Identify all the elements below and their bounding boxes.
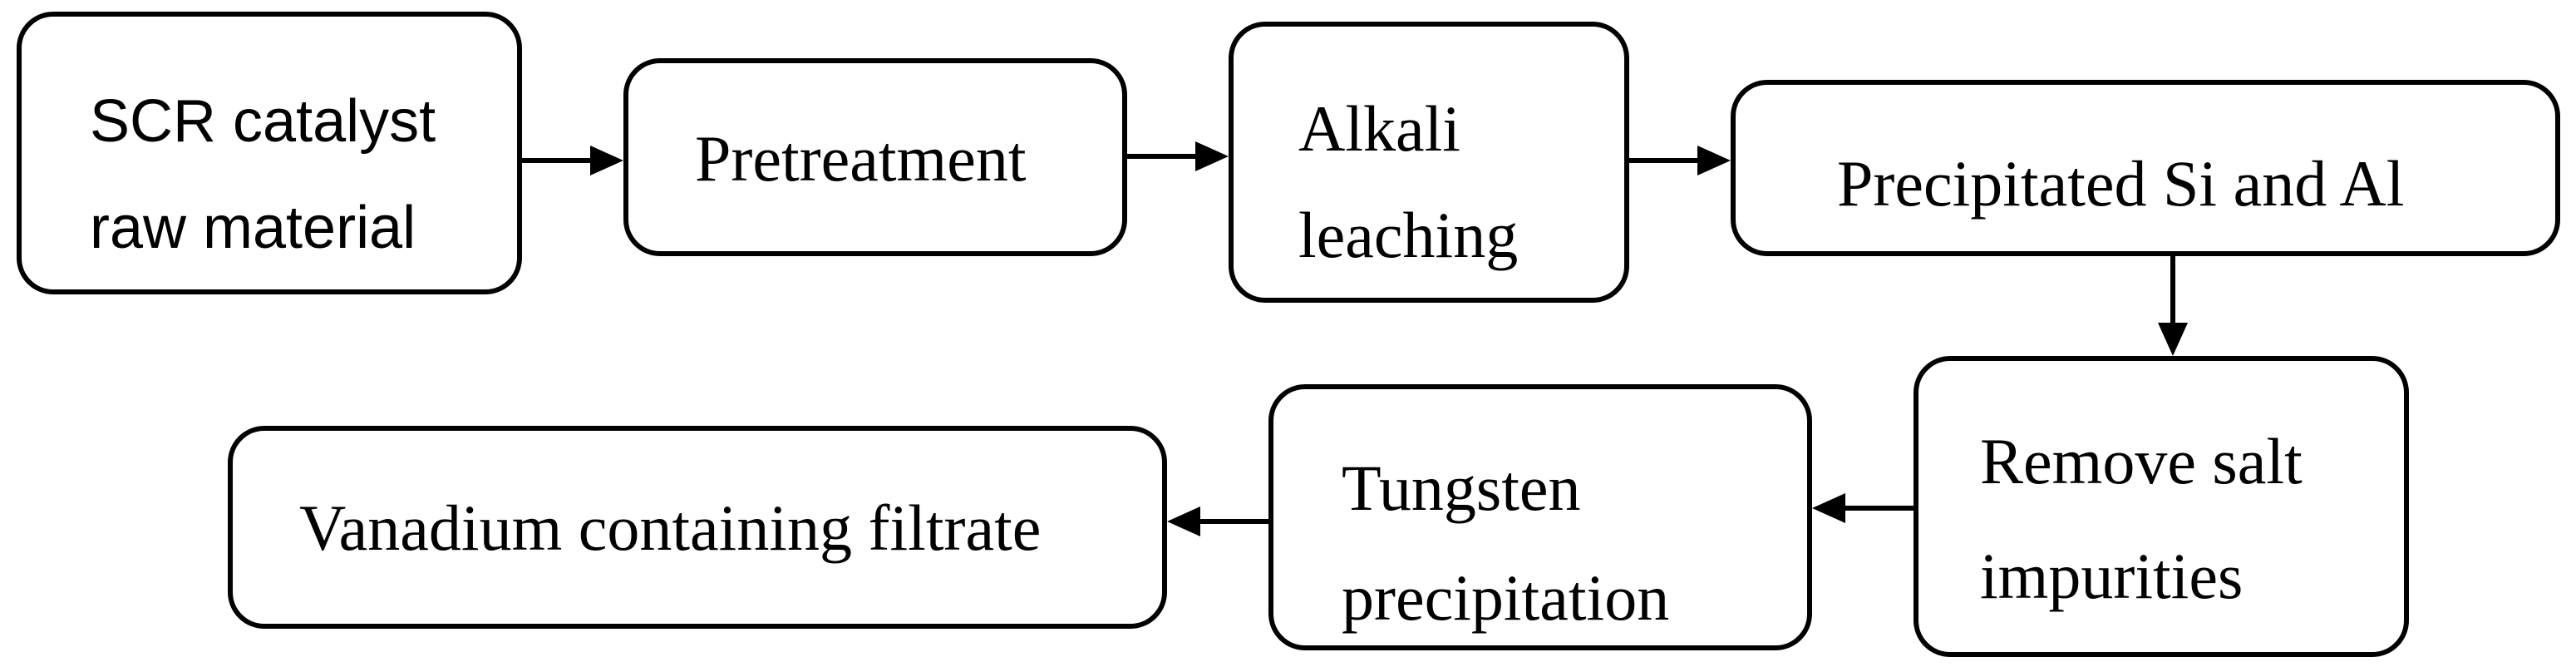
step-vanadium-containing-filtrate: Vanadium containing filtrate xyxy=(228,426,1167,629)
step-label: Vanadium containing filtrate xyxy=(299,492,1042,564)
step-label: Pretreatment xyxy=(695,122,1027,195)
arrowhead-pretreatment-to-alkali xyxy=(1195,141,1229,171)
arrowhead-remove-salt-to-tungsten xyxy=(1812,493,1845,523)
step-label-line1: Remove salt xyxy=(1980,425,2303,497)
step-label-line2: raw material xyxy=(90,195,416,261)
step-pretreatment: Pretreatment xyxy=(623,58,1127,256)
step-label: Precipitated Si and Al xyxy=(1837,147,2405,220)
step-label-line1: Tungsten xyxy=(1342,452,1581,524)
step-label-line1: SCR catalyst xyxy=(90,88,436,155)
arrowhead-alkali-to-precipitated xyxy=(1697,146,1731,175)
step-label-line2: leaching xyxy=(1298,199,1519,271)
arrowhead-precipitated-to-remove-salt xyxy=(2158,323,2188,356)
step-tungsten-precipitation: Tungsten precipitation xyxy=(1268,384,1812,650)
step-label-line2: impurities xyxy=(1980,540,2244,612)
step-scr-raw-material: SCR catalyst raw material xyxy=(17,12,522,294)
arrowhead-scr-to-pretreatment xyxy=(590,146,623,175)
step-remove-salt-impurities: Remove salt impurities xyxy=(1914,356,2409,657)
step-label-line1: Alkali xyxy=(1298,92,1460,165)
step-precipitated-si-al: Precipitated Si and Al xyxy=(1731,80,2560,256)
step-alkali-leaching: Alkali leaching xyxy=(1229,22,1629,303)
step-label-line2: precipitation xyxy=(1342,561,1670,634)
arrowhead-tungsten-to-vanadium xyxy=(1167,506,1200,536)
